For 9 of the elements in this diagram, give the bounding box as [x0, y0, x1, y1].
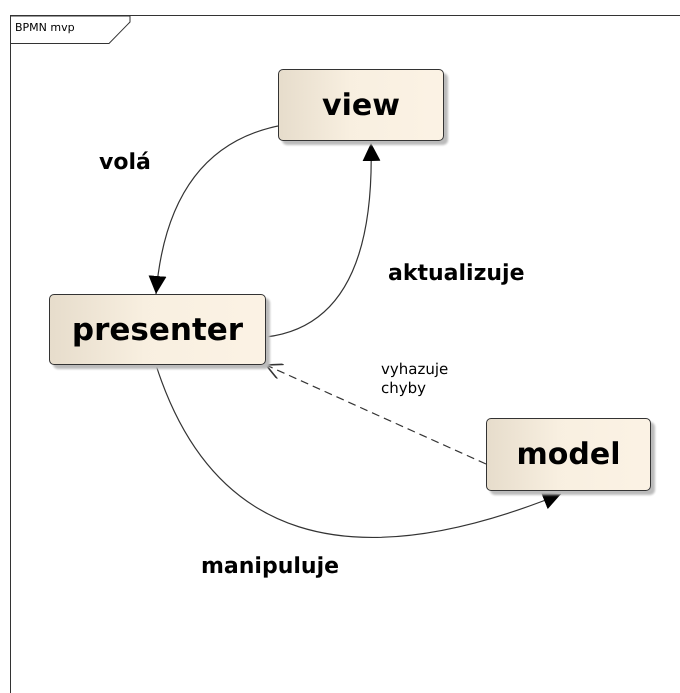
process-box: model [486, 418, 651, 491]
process-box: view [278, 69, 444, 141]
frame-label: BPMN mvp [11, 16, 131, 44]
arrow [149, 125, 278, 294]
diagram-frame [10, 15, 680, 693]
arrow [266, 143, 380, 338]
arrow [155, 364, 562, 538]
dashed-arrow [265, 363, 486, 465]
process-box: presenter [49, 294, 266, 365]
